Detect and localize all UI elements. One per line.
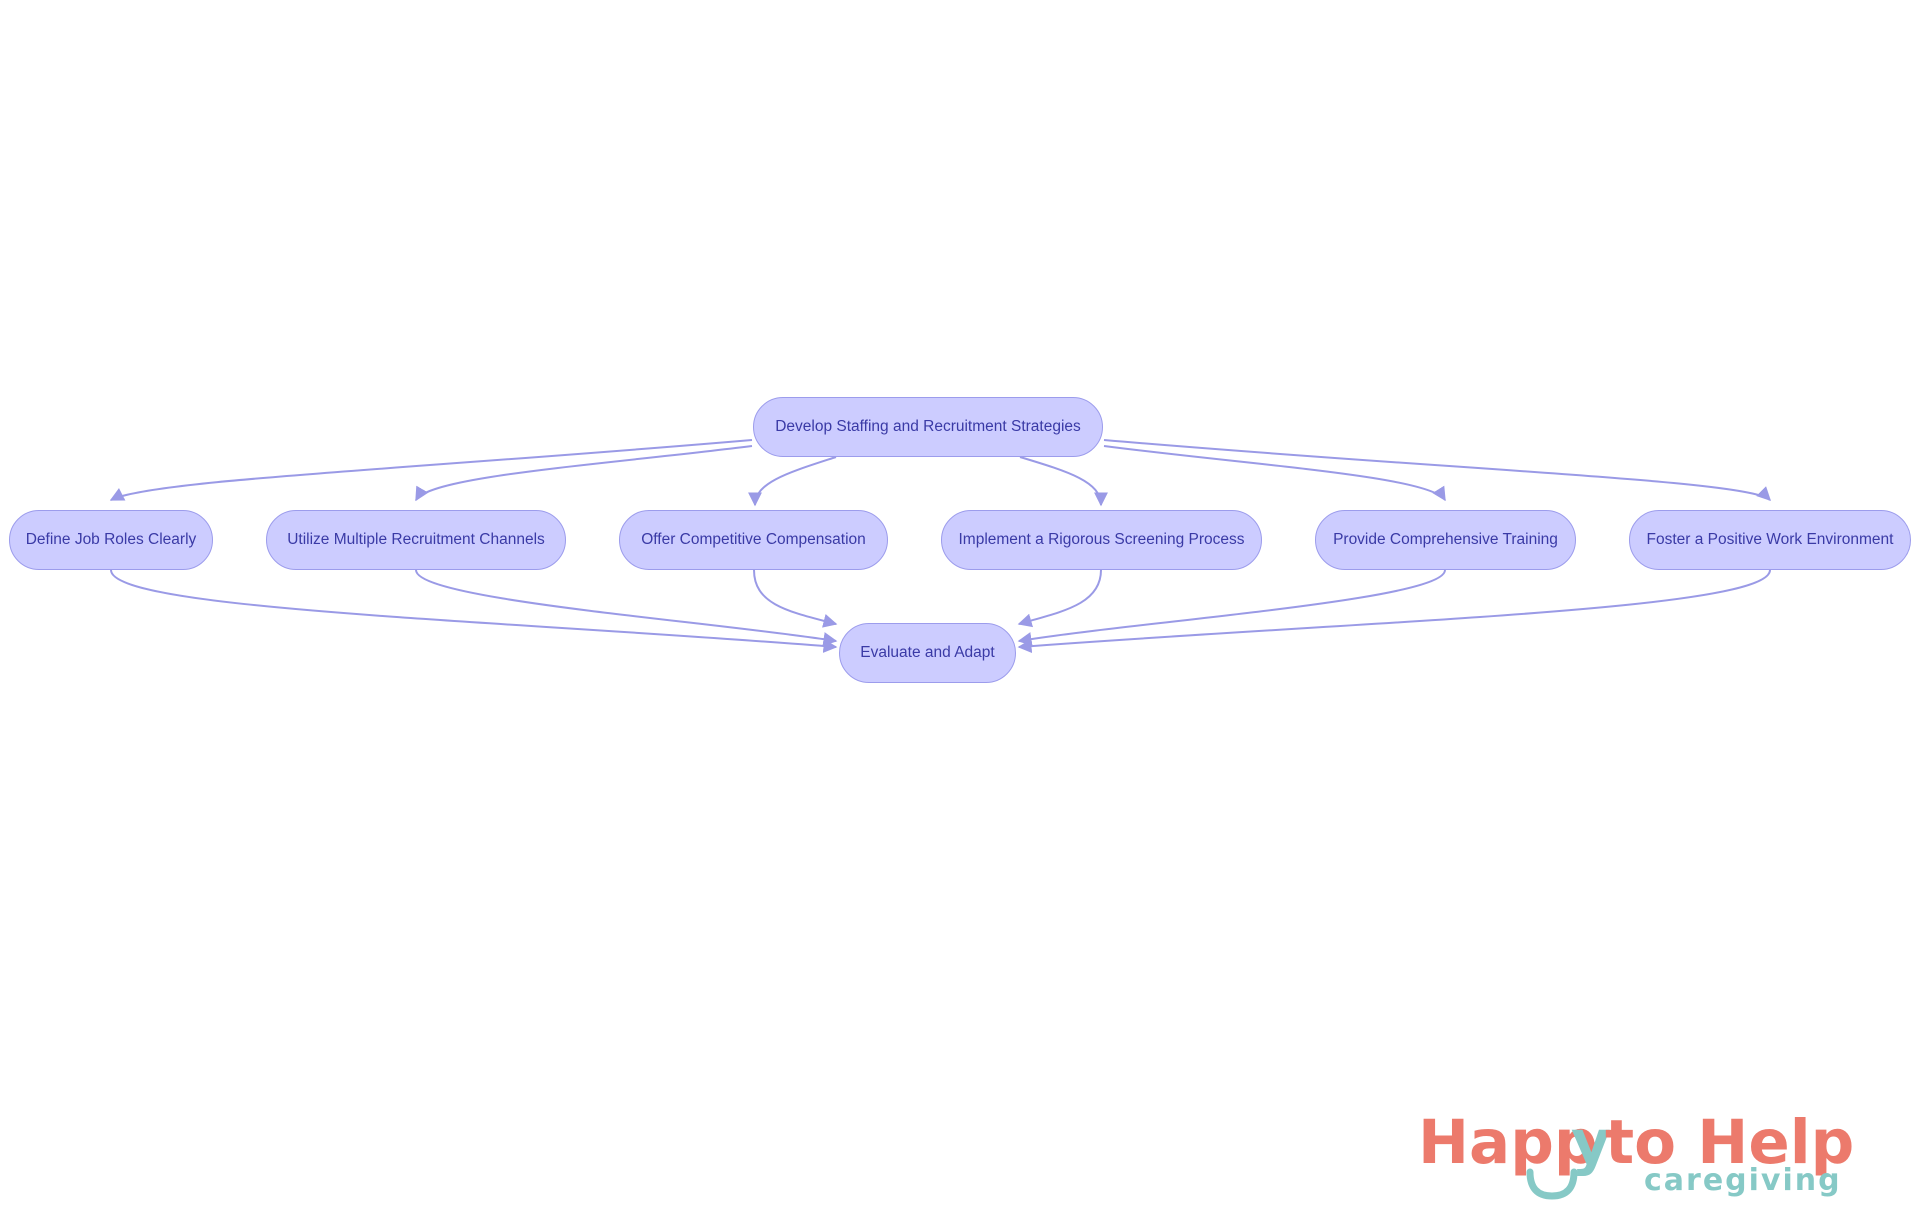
node-evaluate-adapt: Evaluate and Adapt xyxy=(839,623,1016,683)
edge-root-offer xyxy=(748,456,837,507)
edge-root-implement xyxy=(1019,456,1108,507)
edge-provide-evaluate xyxy=(1017,569,1446,646)
edge-offer-evaluate xyxy=(753,569,838,628)
edge-foster-evaluate xyxy=(1017,569,1771,654)
node-foster-environment: Foster a Positive Work Environment xyxy=(1629,510,1911,570)
edge-root-utilize xyxy=(415,445,753,502)
happy-to-help-logo: Happ y to Help caregiving xyxy=(1418,1104,1888,1204)
smile-icon xyxy=(1526,1168,1578,1200)
node-utilize-channels: Utilize Multiple Recruitment Channels xyxy=(266,510,566,570)
node-develop-staffing: Develop Staffing and Recruitment Strateg… xyxy=(753,397,1103,457)
node-define-job-roles: Define Job Roles Clearly xyxy=(9,510,213,570)
node-offer-compensation: Offer Competitive Compensation xyxy=(619,510,888,570)
edge-utilize-evaluate xyxy=(415,569,838,646)
logo-word-happ: Happ xyxy=(1418,1107,1598,1178)
node-implement-screening: Implement a Rigorous Screening Process xyxy=(941,510,1262,570)
logo-word-y: y xyxy=(1571,1107,1611,1178)
edge-root-define xyxy=(109,439,753,501)
edge-root-provide xyxy=(1103,445,1446,502)
logo-word-to-help: to Help xyxy=(1605,1107,1855,1178)
edge-implement-evaluate xyxy=(1017,569,1102,628)
edge-define-evaluate xyxy=(110,569,838,653)
edge-root-foster xyxy=(1103,439,1771,501)
logo-tagline: caregiving xyxy=(1644,1163,1842,1198)
node-provide-training: Provide Comprehensive Training xyxy=(1315,510,1576,570)
